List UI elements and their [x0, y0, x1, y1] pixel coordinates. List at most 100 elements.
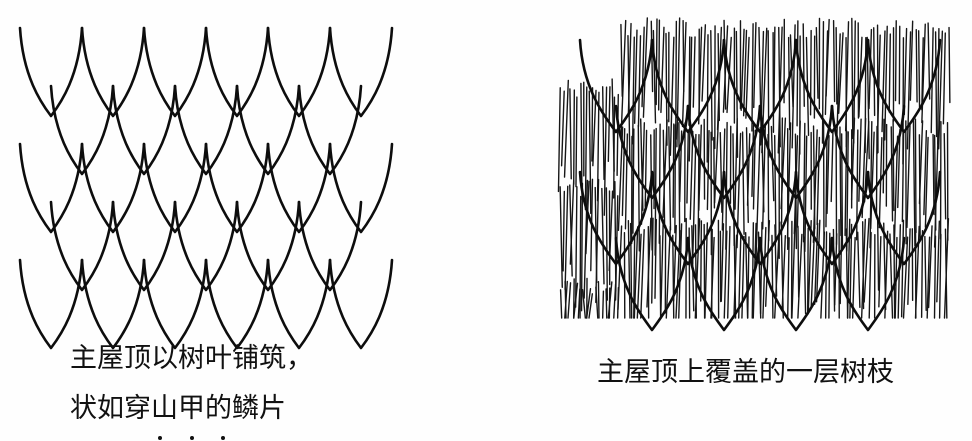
scale-outline	[80, 26, 146, 118]
branch-stroke	[657, 19, 661, 111]
branch-stroke	[762, 226, 767, 319]
branch-stroke	[601, 187, 605, 285]
scale-outline	[80, 142, 146, 234]
branch-stroke	[868, 231, 872, 319]
branch-stroke	[706, 34, 709, 163]
branch-stroke	[889, 233, 894, 319]
branch-stroke	[825, 136, 828, 228]
scale-outline	[80, 258, 146, 350]
branch-stroke	[802, 122, 806, 243]
scale-outline	[830, 104, 906, 200]
scale-outline	[18, 258, 84, 350]
branch-stroke	[807, 220, 812, 315]
branch-stroke	[742, 29, 748, 117]
branch-stroke	[851, 17, 854, 140]
branch-stroke	[646, 217, 652, 308]
branch-stroke	[809, 29, 812, 116]
branch-stroke	[938, 233, 942, 319]
branch-stroke	[888, 33, 892, 113]
branch-stroke	[804, 135, 808, 253]
branch-stroke	[747, 236, 750, 319]
scale-outline	[173, 84, 239, 176]
branch-stroke	[700, 220, 703, 302]
branch-stroke	[665, 225, 672, 319]
branch-stroke	[675, 229, 681, 319]
branch-stroke	[727, 225, 731, 319]
branch-stroke	[652, 29, 657, 124]
branch-stroke	[596, 91, 600, 202]
branch-stroke	[751, 23, 754, 132]
branch-stroke	[797, 225, 800, 298]
scale-outline	[297, 200, 363, 292]
branch-stroke	[943, 132, 947, 220]
branch-stroke	[771, 234, 774, 319]
branch-stroke	[583, 179, 589, 299]
branch-stroke	[832, 19, 836, 103]
branch-stroke	[723, 230, 728, 319]
branch-stroke	[791, 219, 796, 319]
branch-stroke	[654, 218, 657, 299]
branch-stroke	[893, 135, 899, 249]
branch-stroke	[751, 122, 755, 198]
branch-stroke	[796, 20, 799, 127]
emphasis-dot	[158, 436, 162, 440]
branch-stroke	[786, 237, 790, 319]
branch-stroke	[567, 282, 572, 319]
branch-stroke	[620, 19, 627, 135]
branch-stroke	[812, 129, 818, 244]
branch-stroke	[559, 186, 563, 288]
scale-outline	[204, 26, 270, 118]
branch-stroke	[902, 236, 909, 319]
scale-outline	[49, 84, 115, 176]
branch-stroke	[629, 222, 633, 319]
branch-stroke	[734, 117, 738, 210]
branch-stroke	[658, 123, 661, 244]
branch-stroke	[745, 36, 750, 119]
branch-stroke	[923, 129, 928, 216]
emphasis-dot	[190, 436, 194, 440]
branch-stroke	[884, 25, 888, 141]
branch-stroke	[588, 293, 594, 319]
branch-stroke	[894, 20, 897, 102]
scale-outline	[173, 200, 239, 292]
branch-stroke	[688, 36, 693, 162]
branch-stroke	[933, 132, 939, 248]
branch-stroke	[924, 235, 927, 312]
branch-stroke	[876, 217, 880, 291]
branch-stroke	[878, 137, 883, 229]
branch-stroke	[917, 30, 921, 108]
branch-stroke	[601, 86, 605, 181]
branch-stroke	[694, 218, 701, 319]
scale-outline	[18, 26, 84, 118]
branch-stroke	[892, 119, 895, 212]
branch-stroke	[564, 280, 568, 319]
scale-outline	[650, 170, 726, 266]
branch-stroke	[577, 288, 581, 319]
branch-stroke	[751, 222, 755, 319]
branch-stroke	[660, 26, 665, 114]
scale-outline	[328, 258, 394, 350]
scale-outline	[686, 104, 762, 200]
branch-stroke	[560, 90, 565, 167]
branch-stroke	[557, 87, 561, 193]
branch-stroke	[569, 184, 573, 277]
branch-stroke	[636, 233, 642, 319]
branch-stroke	[564, 185, 569, 291]
branch-stroke	[698, 124, 702, 211]
branch-stroke	[821, 21, 825, 144]
branch-stroke	[624, 133, 629, 230]
scale-outline	[142, 26, 208, 118]
branch-stroke	[569, 88, 572, 180]
branch-stroke	[932, 133, 935, 216]
branch-stroke	[562, 190, 566, 272]
scale-outline	[235, 200, 301, 292]
branch-stroke	[720, 223, 725, 302]
branch-stroke	[787, 36, 791, 131]
branch-stroke	[669, 36, 675, 156]
branch-stroke	[948, 26, 951, 104]
branch-stroke	[926, 236, 931, 319]
branch-stroke	[672, 234, 675, 319]
branch-stroke	[723, 19, 727, 110]
branch-stroke	[816, 136, 821, 226]
